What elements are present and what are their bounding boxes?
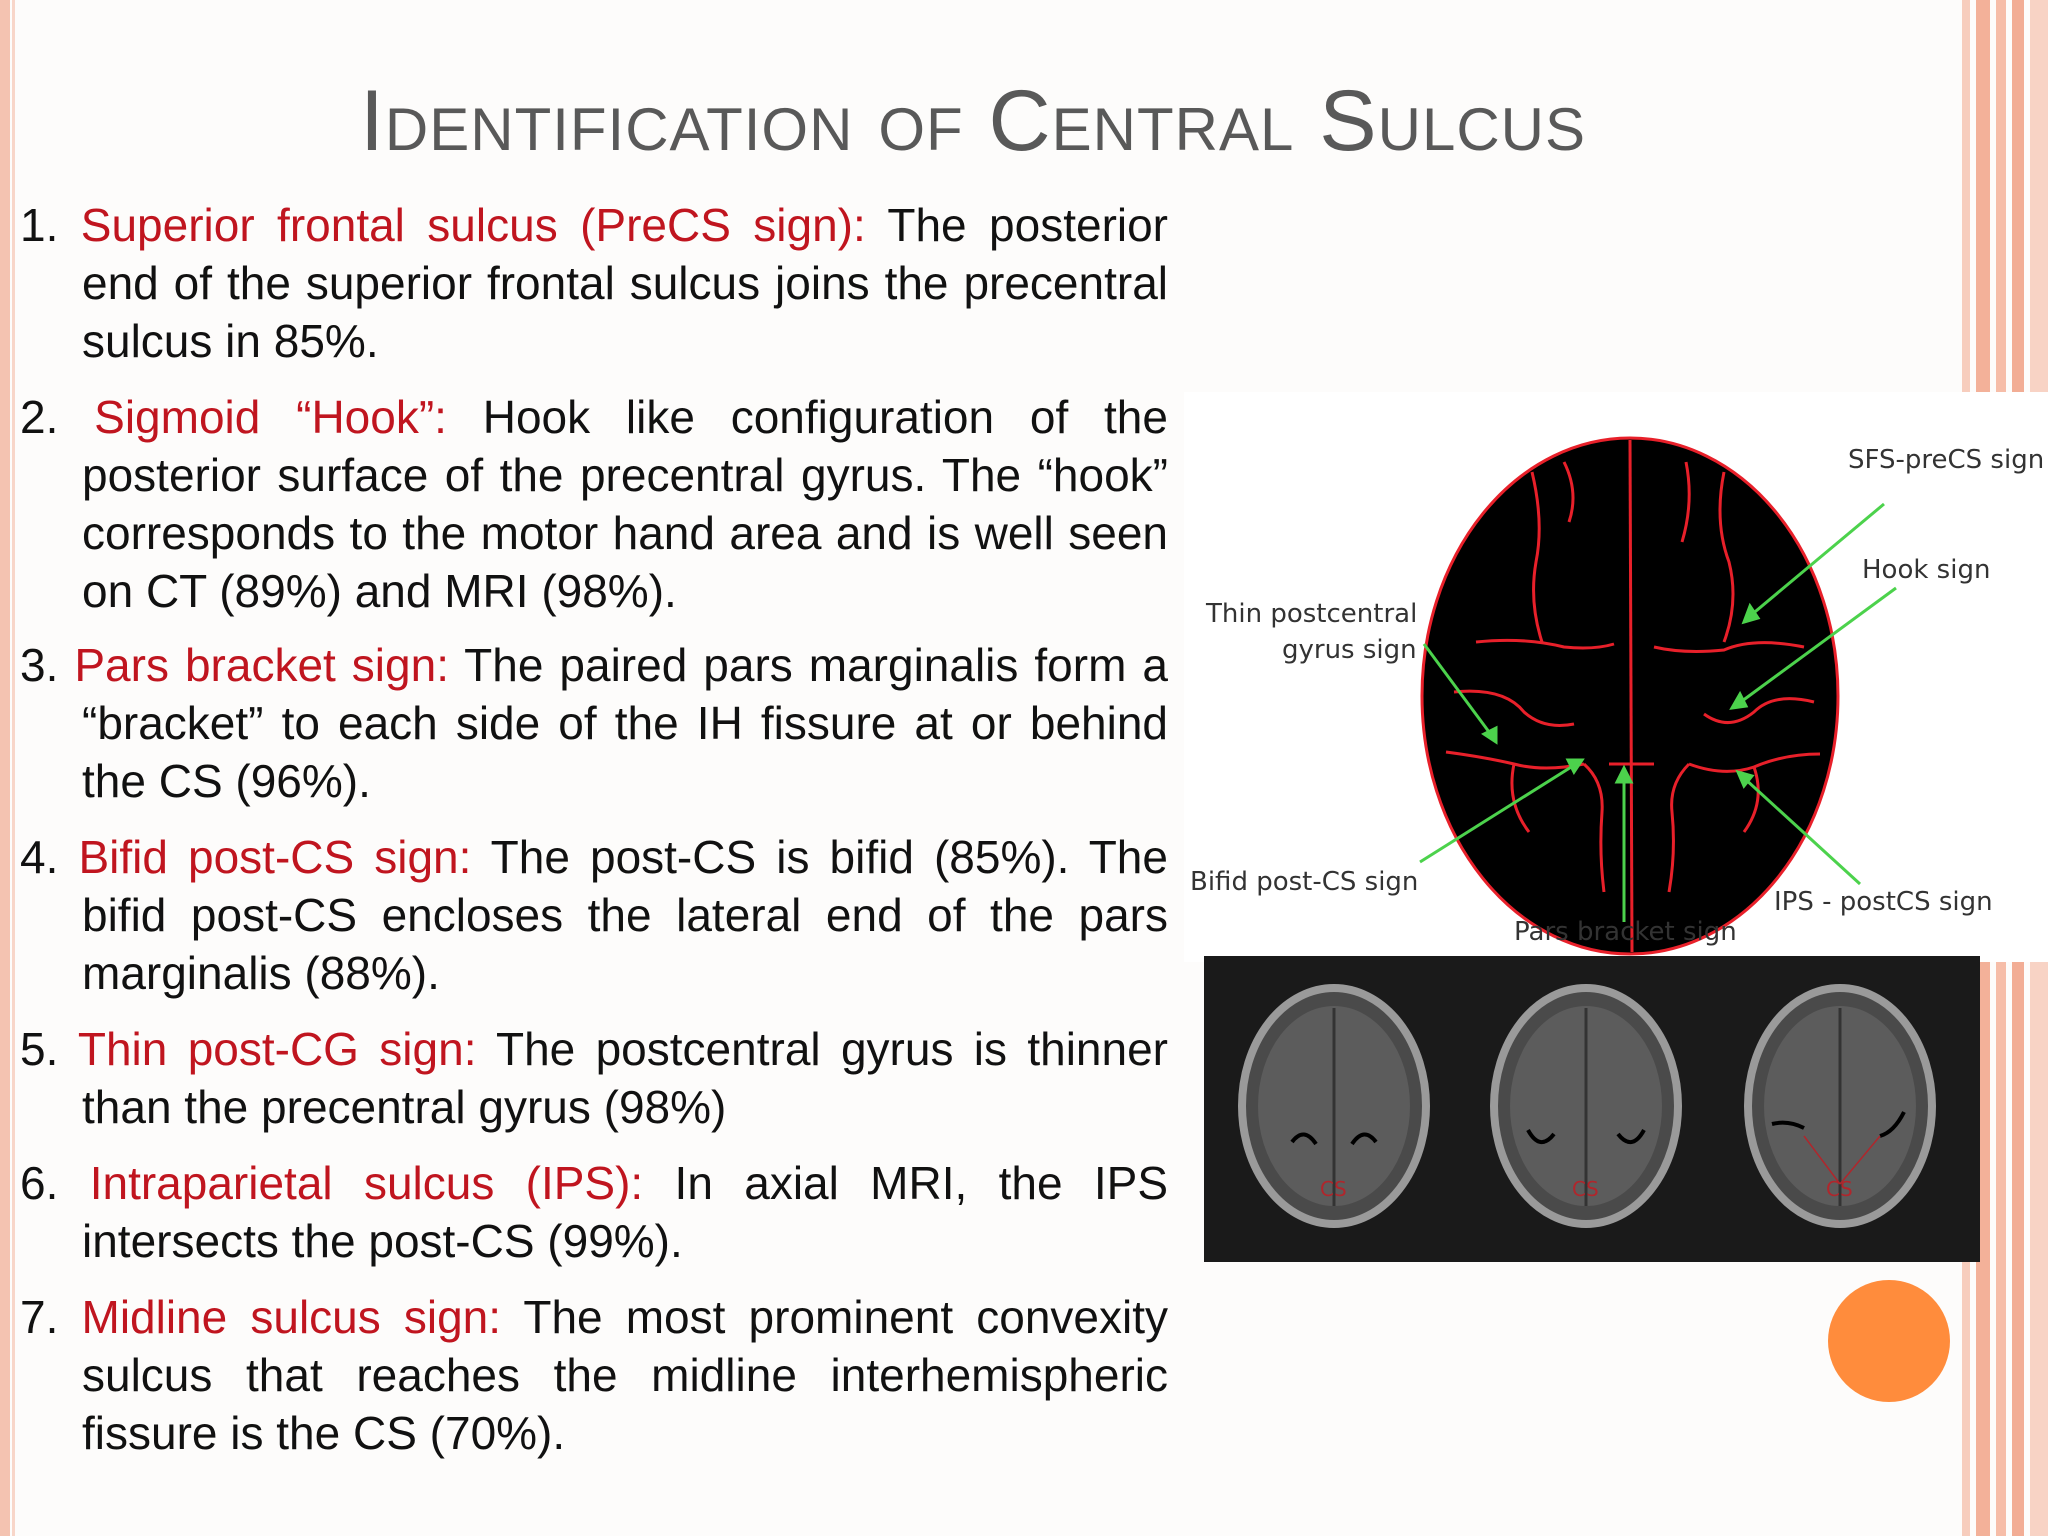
item-term: Pars bracket sign: bbox=[74, 639, 449, 691]
mri-cs-label-1: CS bbox=[1320, 1177, 1347, 1201]
mri-slice-3: CS bbox=[1744, 984, 1936, 1228]
mri-cs-label-3: CS bbox=[1826, 1177, 1853, 1201]
item-number: 4. bbox=[20, 831, 79, 883]
left-ips bbox=[1510, 763, 1531, 833]
right-central-sulcus bbox=[1703, 697, 1815, 724]
item-term: Thin post-CG sign: bbox=[77, 1023, 477, 1075]
mri-left-cs-1 bbox=[1290, 1132, 1318, 1146]
label-thin-postcentral-2: gyrus sign bbox=[1282, 635, 1417, 665]
annotation-arrows bbox=[1419, 502, 1897, 922]
item-term: Bifid post-CS sign: bbox=[78, 831, 472, 883]
mri-slice-1: CS bbox=[1238, 984, 1430, 1228]
label-sfs-precs: SFS-preCS sign bbox=[1848, 445, 2044, 475]
label-hook: Hook sign bbox=[1862, 555, 1990, 585]
mri-cs-pointer-left-3 bbox=[1803, 1135, 1841, 1185]
sulcus-diagram: SFS-preCS sign Hook sign Thin postcentra… bbox=[1184, 392, 2048, 962]
item-text: In axial MRI, the IPS intersects the pos… bbox=[82, 1157, 1169, 1267]
item-term: Sigmoid “Hook”: bbox=[94, 391, 447, 443]
list-item: 4. Bifid post-CS sign: The post-CS is bi… bbox=[20, 828, 1168, 1002]
list-item: 1. Superior frontal sulcus (PreCS sign):… bbox=[20, 196, 1168, 370]
mri-slice-2: CS bbox=[1490, 984, 1682, 1228]
right-medial-sulcus bbox=[1680, 461, 1691, 543]
arrowhead-ips bbox=[1735, 769, 1755, 789]
right-pars-marginalis bbox=[1667, 762, 1691, 893]
list-item: 6. Intraparietal sulcus (IPS): In axial … bbox=[20, 1154, 1168, 1270]
arrow-hook bbox=[1737, 586, 1897, 706]
mri-cs-label-2: CS bbox=[1572, 1177, 1599, 1201]
item-number: 1. bbox=[20, 199, 81, 251]
mri-right-cs-3 bbox=[1879, 1111, 1906, 1138]
right-ips bbox=[1742, 766, 1760, 833]
left-border-stripe-inner bbox=[12, 0, 15, 1536]
list-item: 2. Sigmoid “Hook”: Hook like configurati… bbox=[20, 388, 1168, 620]
item-text: Hook like configuration of the posterior… bbox=[82, 391, 1168, 617]
item-number: 7. bbox=[20, 1291, 82, 1343]
list-item: 3. Pars bracket sign: The paired pars ma… bbox=[20, 636, 1168, 810]
left-medial-sulcus bbox=[1562, 461, 1575, 523]
list-item: 7. Midline sulcus sign: The most promine… bbox=[20, 1288, 1168, 1462]
left-pars-marginalis bbox=[1582, 762, 1606, 893]
arrowhead-hook bbox=[1729, 690, 1749, 710]
item-text: The paired pars marginalis form a “brack… bbox=[82, 639, 1168, 807]
arrowhead-bifid bbox=[1565, 758, 1585, 775]
arrow-bifid bbox=[1419, 762, 1577, 864]
item-text: The most prominent convexity sulcus that… bbox=[82, 1291, 1168, 1459]
item-term: Midline sulcus sign: bbox=[81, 1291, 502, 1343]
left-precentral-sulcus bbox=[1475, 638, 1615, 650]
item-term: Intraparietal sulcus (IPS): bbox=[89, 1157, 644, 1209]
label-bifid: Bifid post-CS sign bbox=[1190, 867, 1418, 897]
mri-strip-svg: CS CS CS bbox=[1204, 956, 1980, 1262]
arrow-thin-postcentral bbox=[1422, 643, 1494, 737]
arrow-sfs-precs bbox=[1749, 502, 1885, 618]
right-sfs-sulcus bbox=[1718, 471, 1735, 643]
mri-cs-pointer-right-3 bbox=[1839, 1135, 1881, 1185]
item-number: 2. bbox=[20, 391, 95, 443]
sulcus-diagram-svg: SFS-preCS sign Hook sign Thin postcentra… bbox=[1184, 392, 2048, 962]
item-number: 3. bbox=[20, 639, 75, 691]
mri-left-cs-3 bbox=[1771, 1120, 1805, 1130]
mri-strip: CS CS CS bbox=[1204, 956, 1980, 1262]
item-number: 5. bbox=[20, 1023, 78, 1075]
item-text: The post-CS is bifid (85%). The bifid po… bbox=[82, 831, 1168, 999]
item-text: The posterior end of the superior fronta… bbox=[82, 199, 1169, 367]
label-thin-postcentral-1: Thin postcentral bbox=[1205, 599, 1417, 629]
arrowhead-pars-bracket bbox=[1614, 764, 1634, 784]
arrowhead-sfs-precs bbox=[1741, 602, 1761, 625]
left-central-sulcus bbox=[1453, 689, 1575, 727]
label-ips: IPS - postCS sign bbox=[1774, 887, 1993, 917]
criteria-list: 1. Superior frontal sulcus (PreCS sign):… bbox=[20, 196, 1168, 1480]
slide-title: Identification of Central Sulcus bbox=[360, 73, 1586, 169]
left-border-stripe bbox=[0, 0, 10, 1536]
sulci-lines bbox=[1445, 439, 1821, 953]
list-item: 5. Thin post-CG sign: The postcentral gy… bbox=[20, 1020, 1168, 1136]
interhemispheric-fissure bbox=[1628, 439, 1634, 953]
item-text: The postcentral gyrus is thinner than th… bbox=[82, 1023, 1168, 1133]
decorative-orange-circle bbox=[1828, 1280, 1950, 1402]
mri-left-cs-2 bbox=[1526, 1128, 1556, 1144]
item-term: Superior frontal sulcus (PreCS sign): bbox=[80, 199, 866, 251]
mri-right-cs-2 bbox=[1616, 1128, 1646, 1144]
arrow-ips bbox=[1742, 776, 1862, 886]
left-sfs-sulcus bbox=[1530, 471, 1544, 643]
arrowhead-thin-postcentral bbox=[1481, 725, 1498, 745]
label-pars-bracket: Pars bracket sign bbox=[1514, 917, 1737, 947]
mri-right-cs-1 bbox=[1350, 1132, 1378, 1146]
right-precentral-sulcus bbox=[1653, 641, 1805, 653]
item-number: 6. bbox=[20, 1157, 90, 1209]
